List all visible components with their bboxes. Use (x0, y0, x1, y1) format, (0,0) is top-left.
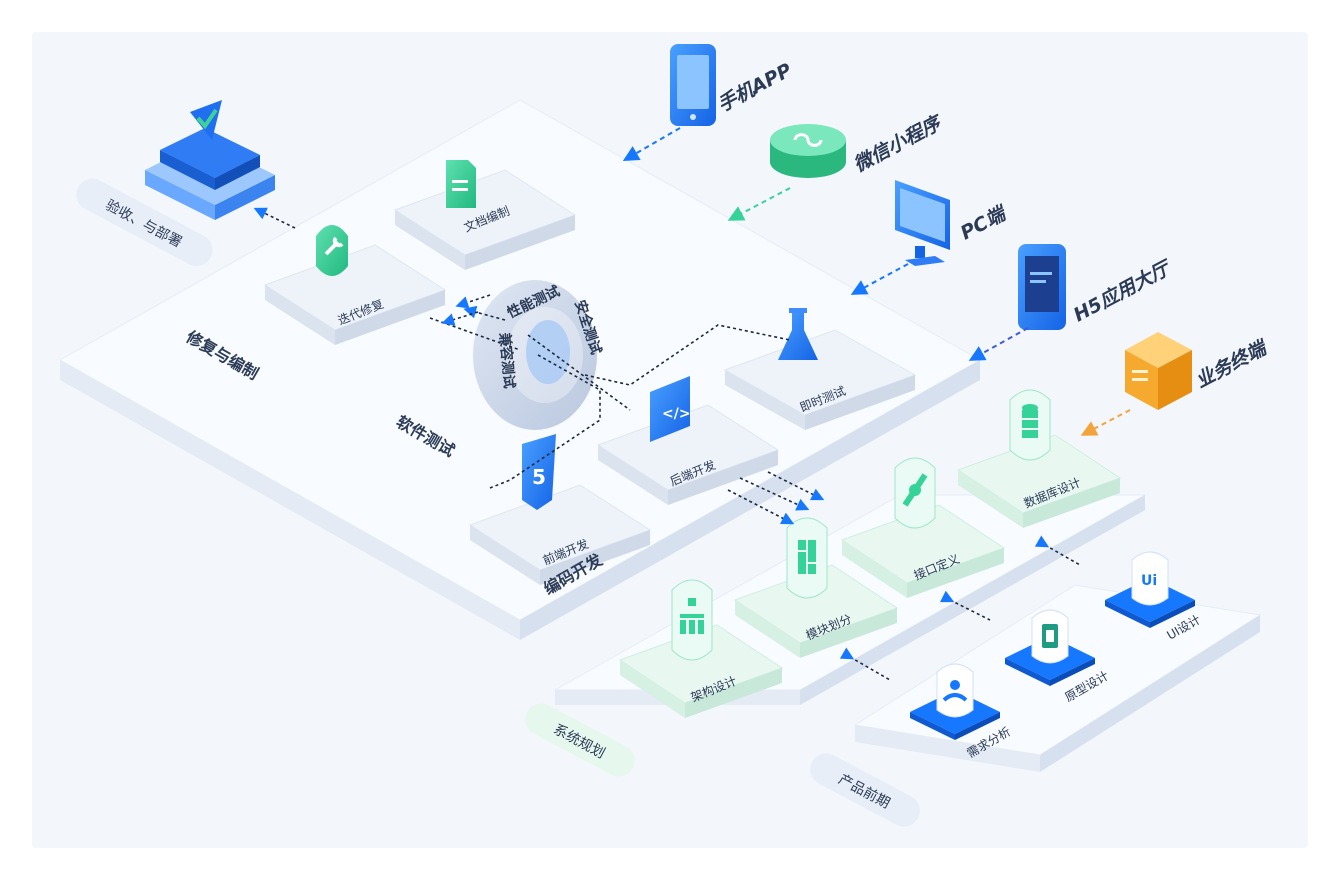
document-icon (446, 160, 476, 208)
platform-connectors (622, 127, 1131, 436)
pedestal-backend (596, 404, 780, 505)
plug-icon (894, 457, 936, 529)
ui-icon: Ui (1131, 551, 1169, 606)
platform-h5-hall-label: H5应用大厅 (1070, 256, 1177, 327)
platform-business-terminal-label: 业务终端 (1192, 336, 1272, 393)
pedestal-database (956, 434, 1122, 528)
dashed-connectors (253, 207, 1081, 681)
html5-icon: 5 (522, 434, 556, 510)
ring-compatibility-label: 兼容测试 (496, 332, 518, 389)
terminal-box-icon (1125, 332, 1192, 410)
pedestal-interface (840, 504, 1006, 598)
platform-wechat-mini-label: 微信小程序 (850, 111, 947, 176)
wechat-mini-icon (770, 124, 846, 178)
prototype-icon (1031, 609, 1069, 664)
platform-pc-label: PC端 (957, 202, 1011, 245)
phone-icon (670, 44, 716, 126)
svg-text:</>: </> (662, 406, 691, 422)
pc-monitor-icon (895, 180, 950, 266)
code-icon: </> (650, 376, 691, 442)
svg-text:5: 5 (532, 465, 546, 489)
pill-product-early: 产品前期 (810, 753, 920, 827)
pill-system-planning: 系统规划 (525, 703, 635, 777)
pedestal-architecture (618, 624, 784, 718)
database-icon (1009, 389, 1051, 461)
pedestal-repair (263, 244, 447, 345)
pedestal-instant (723, 329, 917, 430)
testing-disc (473, 280, 597, 430)
flask-icon (778, 308, 818, 360)
pedestal-module (733, 564, 899, 658)
server-icon (145, 100, 275, 220)
module-icon (786, 517, 828, 599)
svg-text:Ui: Ui (1141, 573, 1157, 589)
h5-hall-icon (1018, 244, 1066, 330)
requirement-icon (936, 663, 974, 718)
wrench-icon (316, 225, 348, 276)
org-chart-icon (671, 579, 713, 661)
platform-mobile-app-label: 手机APP (714, 59, 796, 116)
